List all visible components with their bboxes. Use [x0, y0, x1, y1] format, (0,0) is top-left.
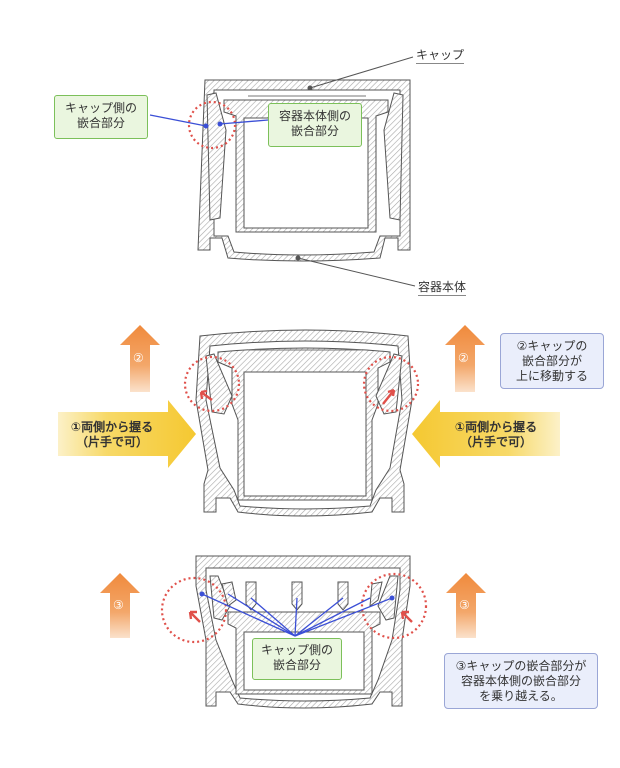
leader-body-side-top: [219, 119, 269, 125]
up-arrow-icon: [100, 573, 140, 638]
red-arrow-icon: [400, 610, 413, 623]
grip-right-text: ①両側から握る （片手で可）: [454, 420, 538, 449]
cap-label: キャップ: [416, 48, 465, 64]
leader-cap-side-top: [149, 114, 207, 127]
cap-side-fitting-note: キャップ側の 嵌合部分: [54, 95, 148, 139]
highlight-circle-bot-left: [160, 576, 228, 644]
leader-body: [297, 257, 416, 287]
leader-dot: [217, 121, 223, 127]
leader-dots: [199, 591, 395, 601]
leader-cap: [309, 56, 414, 89]
leader-dot: [307, 85, 313, 91]
highlight-circle-mid-right: [362, 355, 420, 413]
highlight-circle-top: [187, 100, 237, 150]
leader-lines-cap-side-bottom: [201, 593, 393, 637]
container-squeezed-cross-section: [195, 329, 413, 517]
left-arrow-icon: [412, 400, 560, 468]
step3-right-number: ③: [459, 598, 470, 612]
step2-note: ②キャップの 嵌合部分が 上に移動する: [500, 333, 604, 389]
red-arrow-icon: [199, 389, 213, 401]
highlight-circle-bot-right: [360, 572, 428, 640]
step3-note: ③キャップの嵌合部分が 容器本体側の嵌合部分 を乗り越える。: [444, 653, 598, 709]
highlight-circle-mid-left: [183, 355, 241, 413]
step2-right-number: ②: [458, 351, 469, 365]
red-arrow-icon: [382, 388, 396, 405]
up-arrow-icon: [446, 573, 486, 638]
red-arrow-icon: [188, 610, 201, 623]
leader-dot: [203, 123, 209, 129]
step2-left-number: ②: [133, 351, 144, 365]
grip-left-text: ①両側から握る （片手で可）: [70, 420, 154, 449]
body-label: 容器本体: [418, 280, 467, 296]
right-arrow-icon: [58, 400, 196, 468]
up-arrow-icon: [445, 325, 485, 392]
up-arrow-icon: [120, 325, 160, 392]
cap-side-fitting-note-bottom: キャップ側の 嵌合部分: [252, 638, 342, 680]
leader-dot: [295, 255, 301, 261]
body-side-fitting-note: 容器本体側の 嵌合部分: [268, 103, 362, 147]
step3-left-number: ③: [113, 598, 124, 612]
